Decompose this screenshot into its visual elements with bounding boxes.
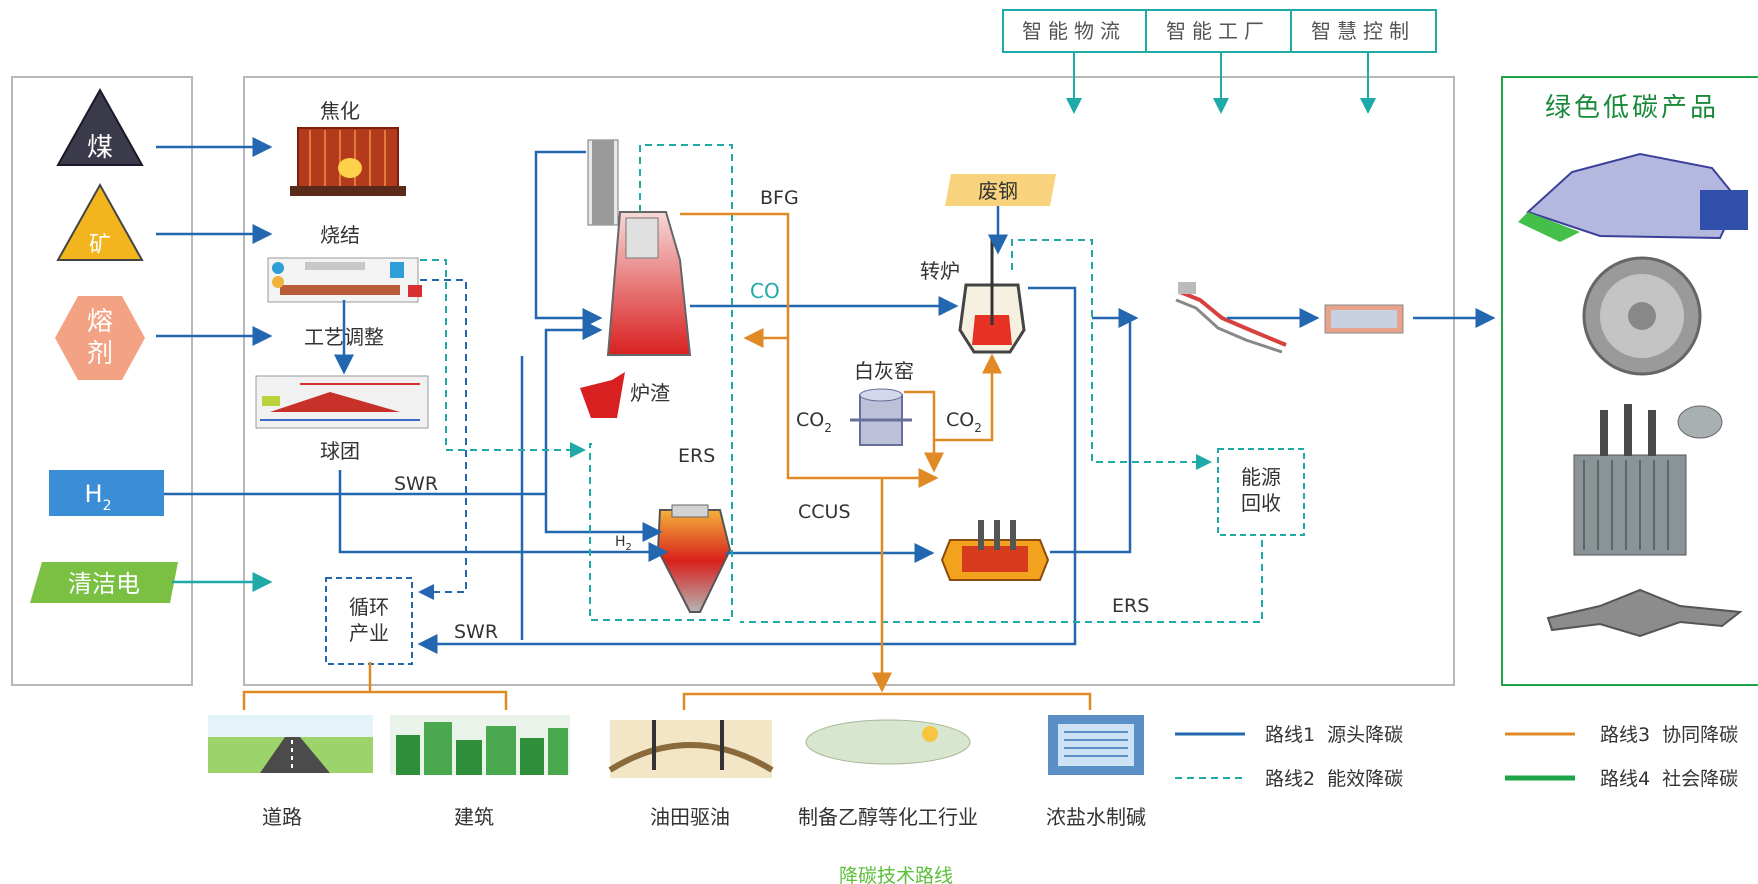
control-smart: 智慧控制 [1311, 19, 1415, 43]
ccus-label: CCUS [798, 501, 851, 523]
caption: 降碳技术路线 [839, 865, 953, 884]
swr-top-label: SWR [394, 473, 438, 495]
clean-power-label: 清洁电 [68, 570, 140, 598]
h2-label: H2 [85, 480, 112, 514]
input-panel [11, 76, 193, 686]
product-car-body-image [1518, 152, 1748, 242]
converter-label: 转炉 [920, 259, 960, 283]
product-transformer-image [1573, 404, 1723, 556]
ers-mid-label: ERS [678, 445, 715, 467]
chemical-image [805, 719, 971, 765]
energy-label-1: 能源 [1241, 465, 1281, 489]
legend-route4: 路线4 社会降碳 [1600, 768, 1738, 790]
brine-image [1048, 715, 1144, 775]
app-road: 道路 [262, 805, 302, 829]
clean-power-box [30, 562, 178, 603]
shaft-furnace-image [656, 504, 732, 613]
coal-shape [56, 87, 144, 166]
co-label: CO [750, 279, 780, 303]
scrap-label: 废钢 [978, 179, 1018, 203]
ore-shape [56, 182, 144, 261]
app-brine: 浓盐水制碱 [1046, 805, 1146, 829]
road-image [208, 715, 373, 773]
coal-label: 煤 [87, 133, 113, 163]
legend-route1: 路线1 源头降碳 [1265, 724, 1403, 746]
app-chemical: 制备乙醇等化工行业 [798, 805, 978, 829]
energy-label-2: 回收 [1241, 491, 1281, 515]
scrap-steel-box [945, 174, 1056, 206]
slag-image [580, 372, 625, 418]
h2-box [49, 470, 164, 516]
swr-bottom-label: SWR [454, 621, 498, 643]
ers-bottom-label: ERS [1112, 595, 1149, 617]
sintering-label: 烧结 [320, 223, 360, 247]
flux-label-2: 剂 [87, 339, 113, 369]
rolling-mill-image [1175, 282, 1287, 354]
pellet-label: 球团 [320, 439, 360, 463]
product-control-arm-image [1546, 588, 1743, 638]
steel-slab-image [1324, 304, 1404, 334]
electric-arc-furnace-image [940, 520, 1050, 581]
lime-kiln-label: 白灰窑 [854, 359, 914, 383]
legend-route3: 路线3 协同降碳 [1600, 724, 1738, 746]
blast-furnace-image [587, 139, 692, 356]
coking-label: 焦化 [320, 99, 360, 123]
coking-plant-image [290, 127, 406, 196]
oilfield-image [608, 720, 774, 778]
co2-right-label: CO2 [946, 409, 982, 435]
lime-kiln-image [850, 388, 912, 446]
control-logistics: 智能物流 [1022, 19, 1126, 43]
sintering-image [267, 257, 422, 303]
recycle-label-2: 产业 [349, 621, 389, 645]
building-image [390, 715, 570, 775]
app-building: 建筑 [454, 805, 494, 829]
converter-image [958, 235, 1026, 354]
control-factory: 智能工厂 [1166, 19, 1270, 43]
shaft-h2-label: H2 [615, 534, 632, 553]
bfg-label: BFG [760, 187, 799, 209]
flux-hexagon [55, 296, 145, 380]
co2-left-label: CO2 [796, 409, 832, 435]
legend-route2: 路线2 能效降碳 [1265, 768, 1403, 790]
adjust-label: 工艺调整 [304, 325, 384, 349]
ore-label: 矿 [89, 233, 111, 258]
flux-label-1: 熔 [87, 307, 113, 337]
slag-label: 炉渣 [630, 381, 670, 405]
pellet-image [255, 375, 429, 429]
app-oilfield: 油田驱油 [650, 805, 730, 829]
products-title: 绿色低碳产品 [1545, 93, 1719, 123]
top-control-bar [1002, 9, 1437, 114]
product-wheel-image [1582, 256, 1702, 376]
energy-recovery-box [1217, 448, 1305, 536]
product-panel [1501, 76, 1758, 686]
recycle-label-1: 循环 [349, 595, 389, 619]
process-panel [243, 76, 1455, 686]
